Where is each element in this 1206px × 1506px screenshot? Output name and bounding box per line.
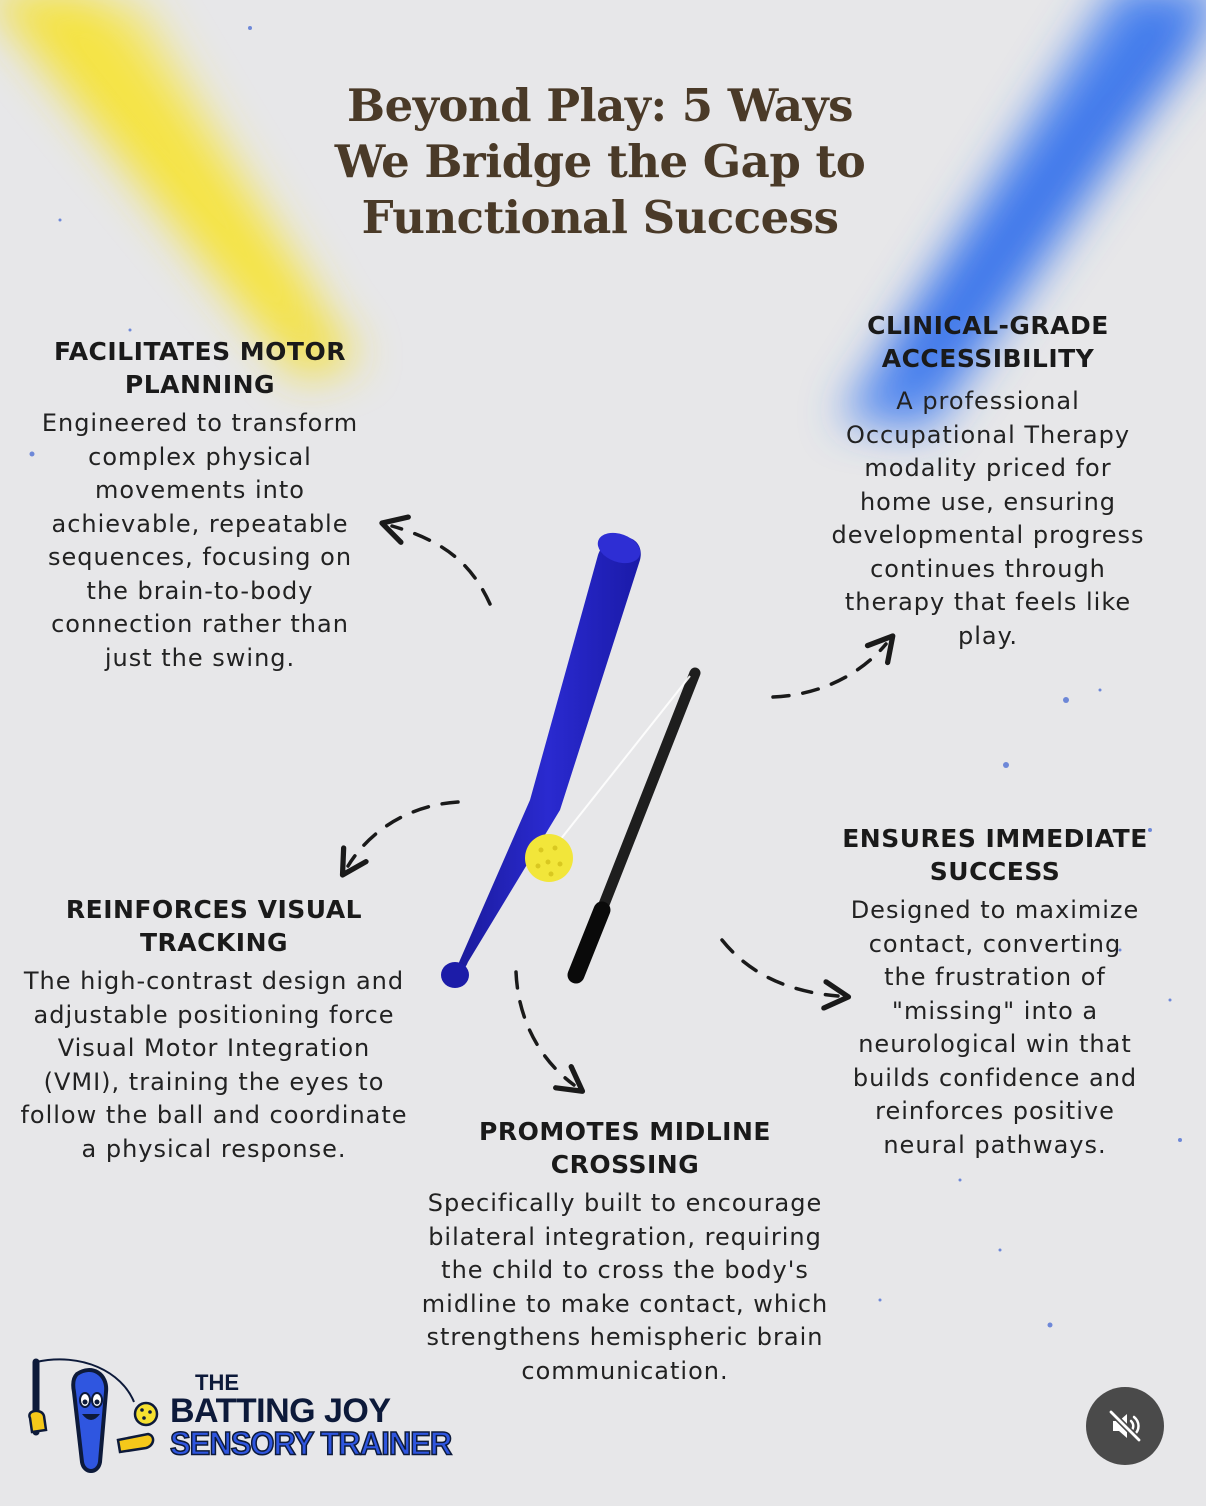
benefit-description: Specifically built to encourage bilatera… (421, 1189, 829, 1385)
arrow-to-motor-planning (379, 514, 492, 606)
benefit-heading: PROMOTES MIDLINE CROSSING (479, 1117, 771, 1179)
logo-name: BATTING JOY (170, 1392, 391, 1430)
page-title: Beyond Play: 5 Ways We Bridge the Gap to… (300, 78, 900, 246)
title-line: Beyond Play: 5 Ways (347, 79, 853, 132)
blue-spotlight (840, 0, 1206, 430)
benefit-accessibility: CLINICAL-GRADE ACCESSIBILITY A professio… (820, 309, 1156, 653)
benefit-immediate-success: ENSURES IMMEDIATE SUCCESS Designed to ma… (835, 822, 1155, 1162)
benefit-heading: REINFORCES VISUAL TRACKING (65, 895, 363, 957)
logo-wordmark: THE BATTING JOY SENSORY TRAINER (169, 1370, 453, 1462)
black-tee-pole-image (559, 667, 701, 984)
logo-subtitle: SENSORY TRAINER (169, 1425, 453, 1462)
benefit-description: Designed to maximize contact, converting… (850, 896, 1140, 1159)
yellow-ball-image (525, 834, 573, 882)
benefit-description: The high-contrast design and adjustable … (20, 967, 408, 1163)
arrow-to-accessibility (771, 633, 896, 699)
arrow-to-immediate-success (720, 938, 852, 1011)
benefit-description: Engineered to transform complex physical… (41, 409, 359, 672)
blue-bat-image (441, 532, 641, 988)
speckle-dots (29, 26, 1182, 1328)
mascot-bat-icon (28, 1358, 159, 1473)
title-line: Functional Success (361, 191, 839, 244)
benefit-heading: ENSURES IMMEDIATE SUCCESS (842, 824, 1148, 886)
volume-muted-icon (1108, 1409, 1142, 1443)
dashed-arrows (339, 514, 896, 1094)
benefit-visual-tracking: REINFORCES VISUAL TRACKING The high-cont… (10, 893, 418, 1166)
arrow-to-midline-crossing (514, 970, 586, 1094)
title-line: We Bridge the Gap to (334, 135, 866, 188)
benefit-description: A professional Occupational Therapy moda… (831, 387, 1145, 650)
benefit-heading: FACILITATES MOTOR PLANNING (54, 337, 346, 399)
yellow-spotlight (0, 0, 360, 380)
logo-the: THE (195, 1370, 239, 1395)
benefit-heading: CLINICAL-GRADE ACCESSIBILITY (867, 311, 1109, 373)
mute-button[interactable] (1086, 1387, 1164, 1465)
benefit-motor-planning: FACILITATES MOTOR PLANNING Engineered to… (20, 335, 380, 675)
benefit-midline-crossing: PROMOTES MIDLINE CROSSING Specifically b… (415, 1115, 835, 1388)
arrow-to-visual-tracking (339, 800, 460, 878)
batting-joy-logo (28, 1358, 159, 1473)
